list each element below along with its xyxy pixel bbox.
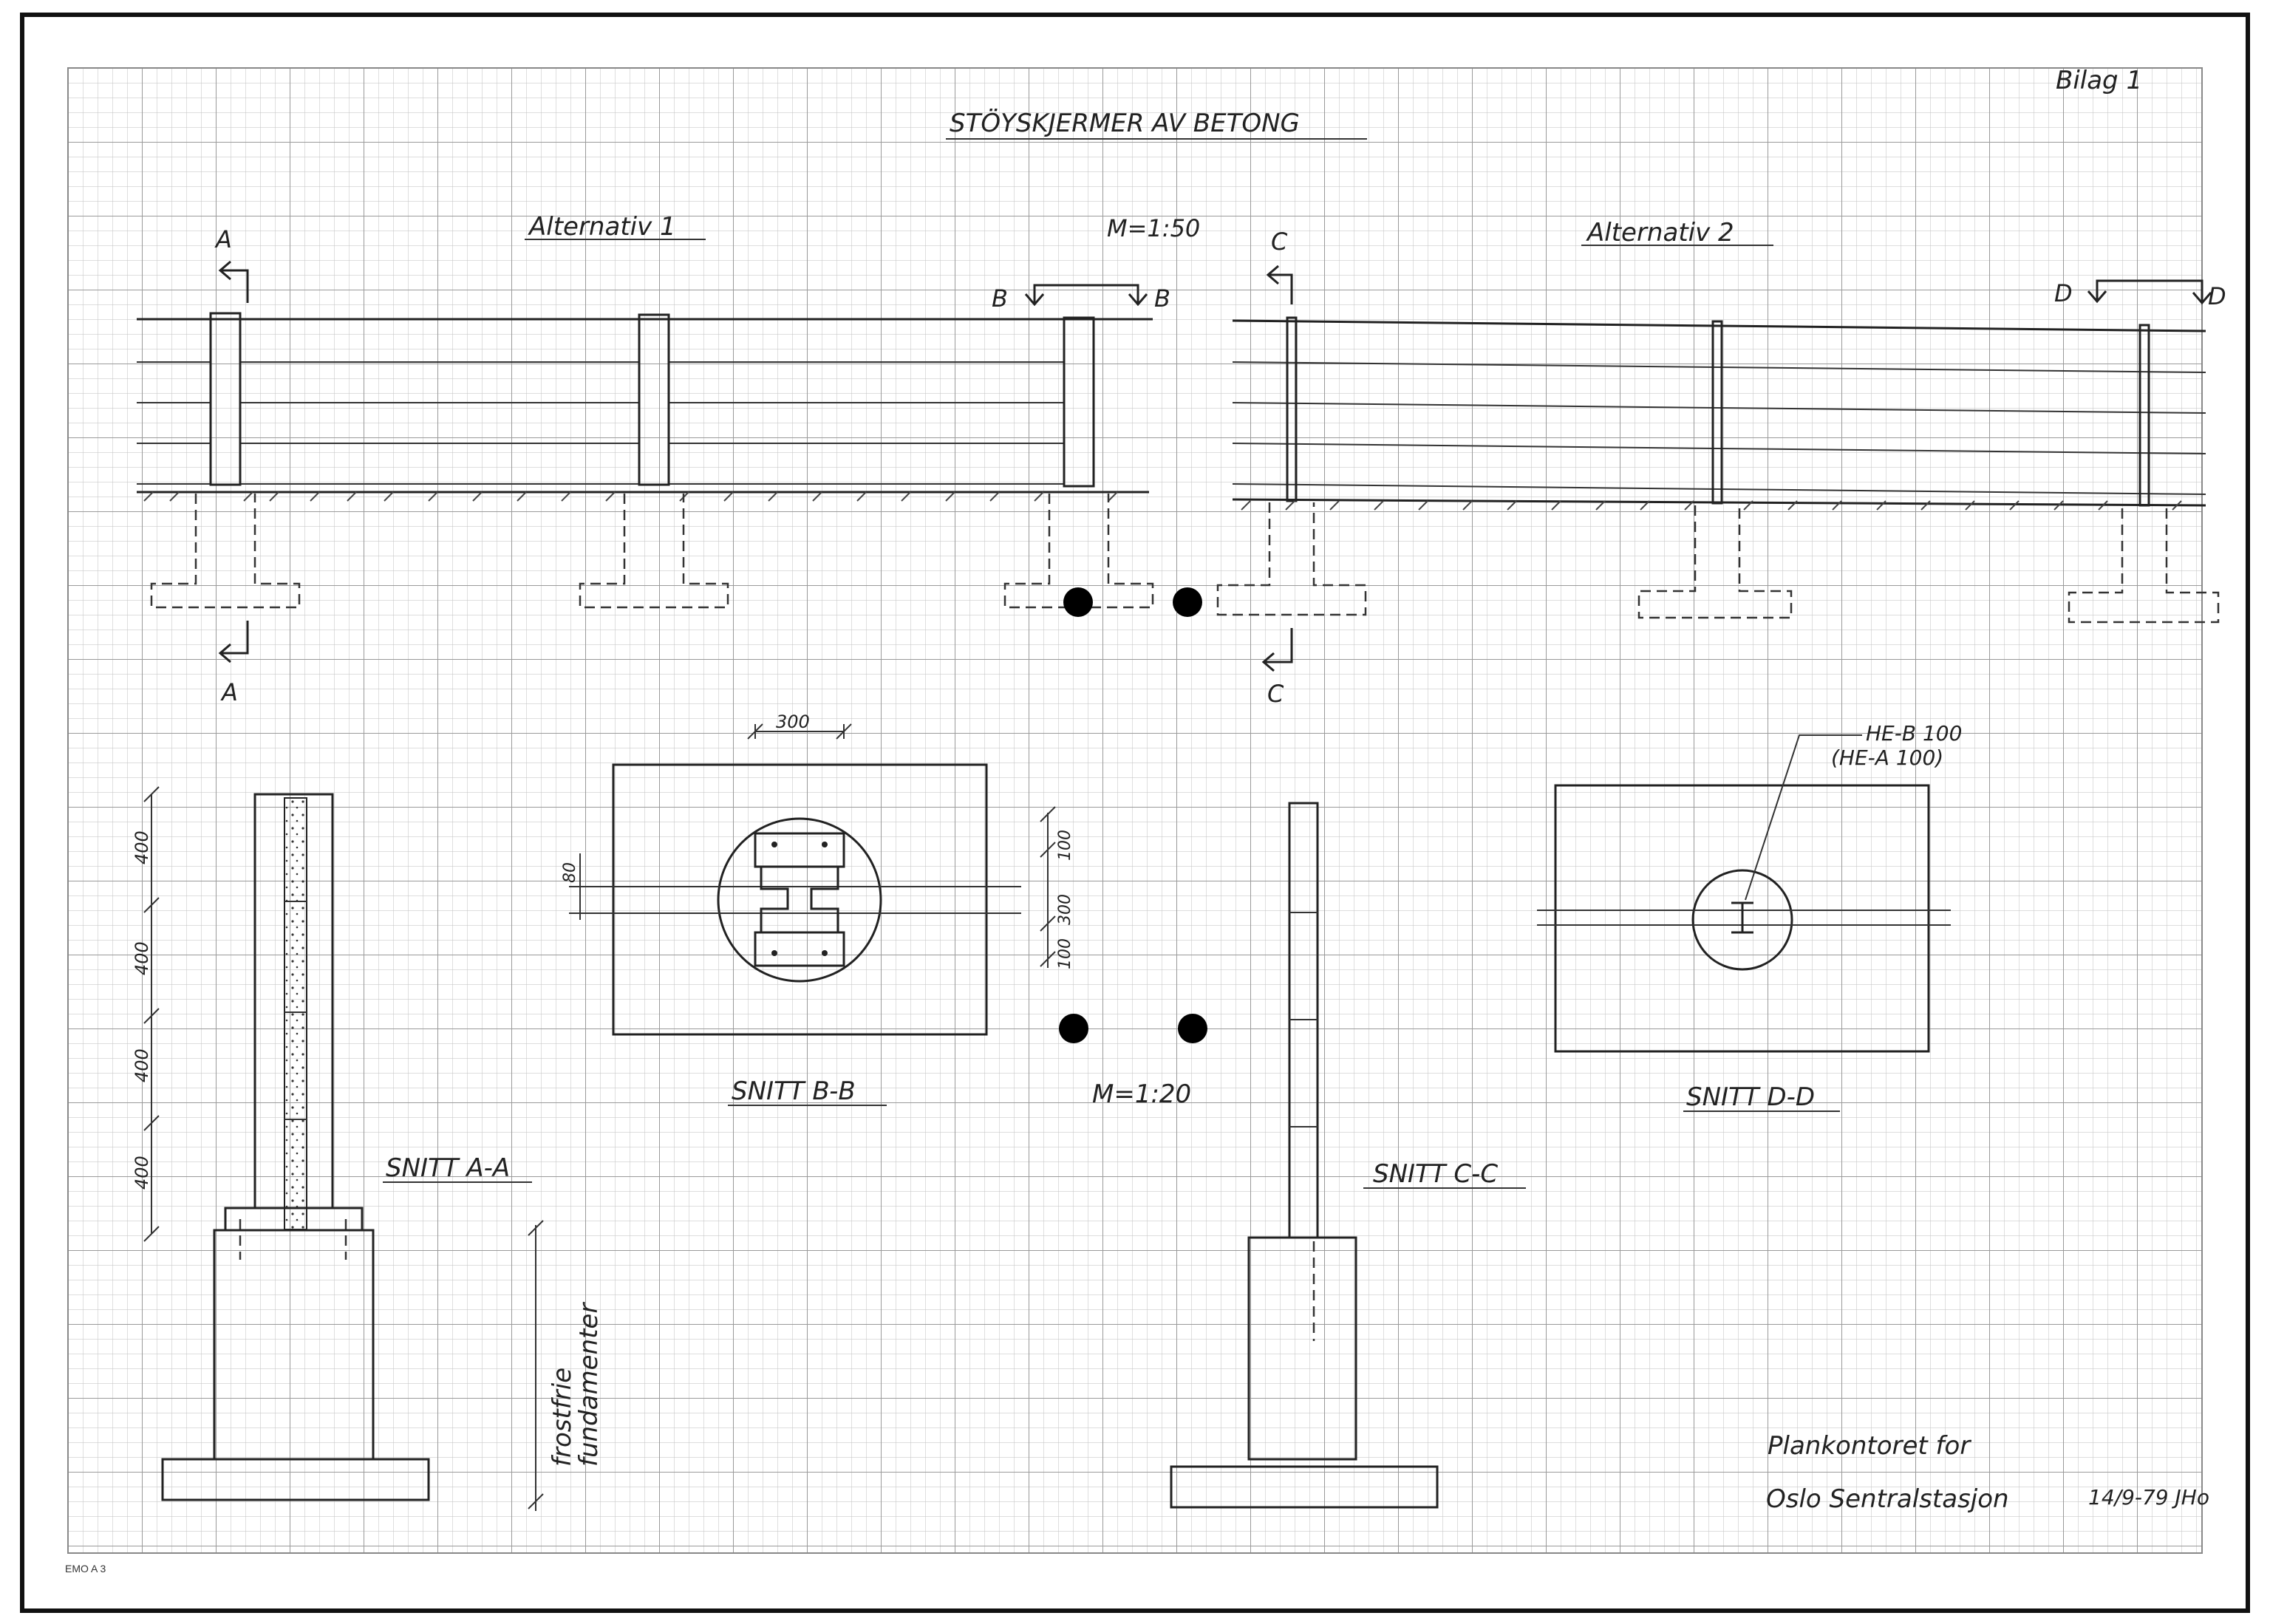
aa-dim: 400 bbox=[132, 1048, 152, 1082]
alt1-label: Alternativ 1 bbox=[528, 212, 676, 242]
cut-c-bottom: C bbox=[1267, 680, 1284, 708]
elevation-scale-label: M=1:50 bbox=[1107, 214, 1200, 242]
dd-profile-1: HE-B 100 bbox=[1866, 721, 1962, 746]
dd-label: SNITT D-D bbox=[1686, 1082, 1815, 1112]
cut-a-top: A bbox=[214, 225, 232, 253]
alt2-label: Alternativ 2 bbox=[1586, 218, 1734, 248]
cut-c-top: C bbox=[1271, 228, 1288, 256]
frost-label-1: frostfrie bbox=[548, 1368, 577, 1467]
cut-b-left: B bbox=[992, 284, 1008, 313]
signature-date: 14/9-79 JHo bbox=[2088, 1485, 2209, 1509]
paper-code: EMO A 3 bbox=[65, 1563, 106, 1574]
cut-a-bottom: A bbox=[220, 678, 238, 706]
office-line-2: Oslo Sentralstasjon bbox=[1766, 1484, 2009, 1514]
cc-label: SNITT C-C bbox=[1373, 1159, 1498, 1189]
bb-dim-top: 300 bbox=[776, 712, 810, 732]
aa-dim: 400 bbox=[132, 941, 152, 975]
post bbox=[209, 312, 242, 486]
cut-d-left: D bbox=[2054, 279, 2073, 307]
elevation-alternativ-2: Alternativ 2 C C D D bbox=[1216, 218, 2226, 708]
elevation-alternativ-1: Alternativ 1 A A B B bbox=[137, 212, 1170, 706]
page-border bbox=[20, 13, 2250, 1613]
section-scale-label: M=1:20 bbox=[1092, 1079, 1191, 1109]
aa-label: SNITT A-A bbox=[386, 1153, 510, 1183]
office-line-1: Plankontoret for bbox=[1768, 1431, 1971, 1461]
sheet-label: Bilag 1 bbox=[2056, 66, 2142, 95]
frost-label-2: fundamenter bbox=[574, 1302, 604, 1467]
post bbox=[1063, 316, 1095, 488]
section-a-a: 400 400 400 400 frostfrie fundamenter SN… bbox=[132, 786, 604, 1511]
bb-dim-right: 100 bbox=[1056, 830, 1074, 861]
post bbox=[1286, 316, 1298, 502]
bb-dim-right: 100 bbox=[1056, 938, 1074, 969]
section-d-d: HE-B 100 (HE-A 100) SNITT D-D bbox=[1537, 721, 1962, 1112]
aa-dim: 400 bbox=[132, 1156, 152, 1190]
bb-dim-right: 300 bbox=[1056, 894, 1074, 925]
post bbox=[638, 313, 670, 486]
cut-b-right: B bbox=[1154, 284, 1170, 313]
bb-dim-left: 80 bbox=[561, 862, 579, 883]
punch-hole bbox=[1063, 587, 1093, 617]
drawing-title: STÖYSKJERMER AV BETONG bbox=[950, 108, 1300, 138]
bb-label: SNITT B-B bbox=[732, 1077, 856, 1106]
punch-hole bbox=[1173, 587, 1202, 617]
punch-hole bbox=[1178, 1014, 1207, 1043]
cut-d-right: D bbox=[2208, 282, 2226, 310]
dd-profile-2: (HE-A 100) bbox=[1831, 746, 1943, 770]
section-b-b: 300 80 100 300 100 SNITT B-B bbox=[561, 712, 1074, 1106]
section-c-c: SNITT C-C bbox=[1170, 802, 1526, 1509]
punch-hole bbox=[1059, 1014, 1088, 1043]
aa-dim: 400 bbox=[132, 830, 152, 864]
